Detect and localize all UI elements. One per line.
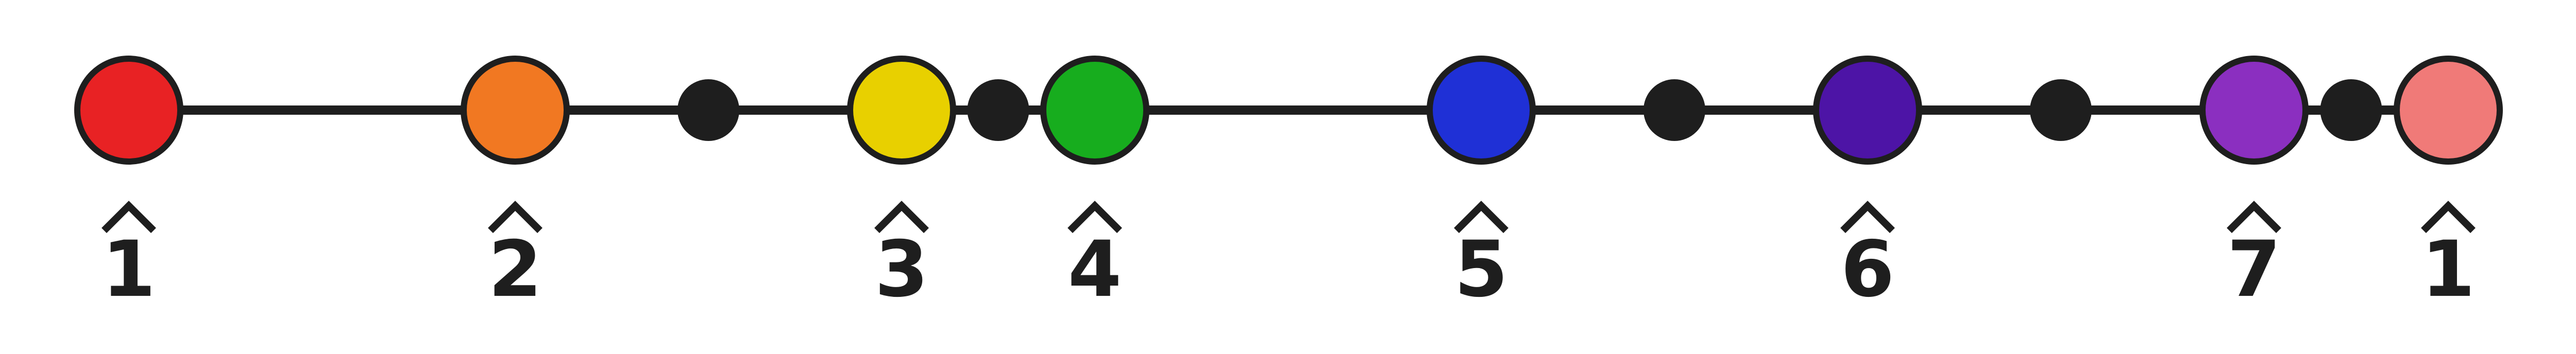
degree-nodes [74, 56, 2503, 165]
degree-label-3: 3 [875, 225, 928, 314]
degree-caret-5 [1454, 201, 1509, 233]
degree-caret-2 [488, 201, 543, 233]
degree-node-5 [1427, 56, 1536, 165]
degree-node-6 [1813, 56, 1922, 165]
degree-node-8 [2394, 56, 2503, 165]
degree-label-4: 4 [1068, 225, 1122, 314]
degree-labels: 1 2 3 4 5 6 7 1 [101, 201, 2476, 314]
degree-node-7 [2199, 56, 2309, 165]
degree-node-3 [847, 56, 956, 165]
degree-label-1: 1 [102, 225, 156, 314]
degree-node-4 [1040, 56, 1149, 165]
degree-caret-6 [1840, 201, 1895, 233]
degree-node-1 [74, 56, 183, 165]
degree-caret-3 [874, 201, 929, 233]
passing-dots [677, 79, 2382, 141]
degree-caret-4 [1067, 201, 1122, 233]
passing-dot-1 [677, 79, 739, 141]
degree-caret-8 [2421, 201, 2476, 233]
degree-node-2 [461, 56, 570, 165]
degree-label-8: 1 [2421, 225, 2475, 314]
passing-dot-4 [2030, 79, 2092, 141]
degree-caret-1 [101, 201, 156, 233]
degree-label-7: 7 [2227, 225, 2281, 314]
degree-label-6: 6 [1841, 225, 1894, 314]
degree-label-2: 2 [488, 225, 542, 314]
degree-label-5: 5 [1454, 225, 1508, 314]
degree-caret-7 [2227, 201, 2281, 233]
passing-dot-5 [2320, 79, 2382, 141]
passing-dot-2 [967, 79, 1029, 141]
passing-dot-3 [1643, 79, 1705, 141]
